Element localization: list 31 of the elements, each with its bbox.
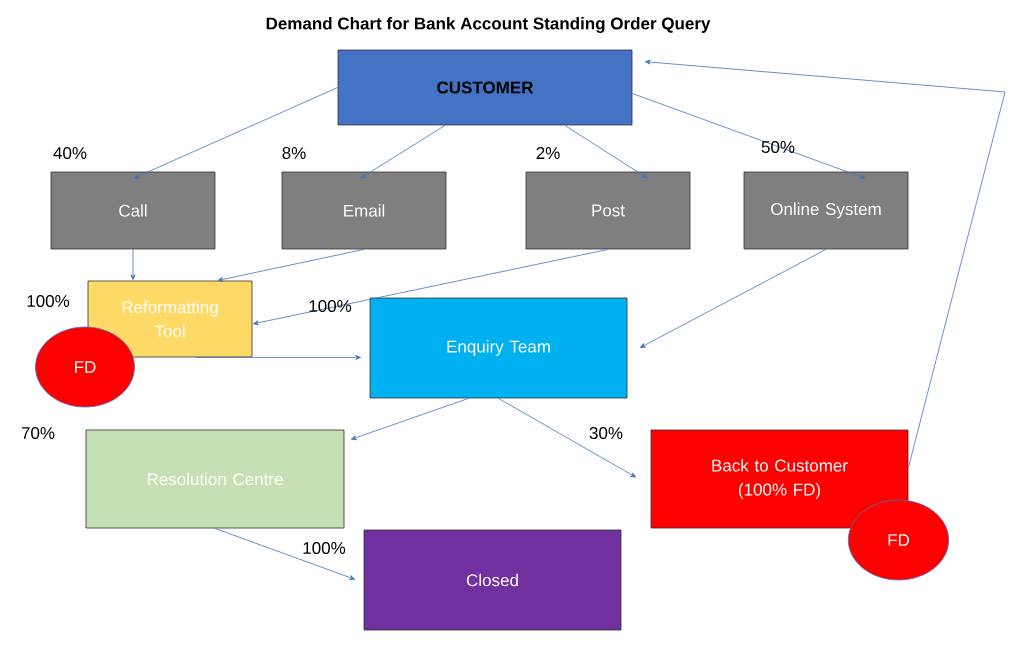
arrow xyxy=(360,125,446,179)
process-box: Call xyxy=(50,171,216,250)
arrow xyxy=(350,398,469,441)
process-box: Online System xyxy=(743,171,909,250)
process-box: Closed xyxy=(363,529,622,631)
arrow xyxy=(645,59,1006,468)
percent-label: 50% xyxy=(761,141,795,154)
process-box: Reformatting Tool xyxy=(87,280,253,358)
arrow xyxy=(195,354,361,360)
percent-label: 8% xyxy=(282,147,306,160)
arrow xyxy=(498,398,637,478)
arrow xyxy=(632,93,866,179)
title: Demand Chart for Bank Account Standing Order Query xyxy=(266,17,711,33)
arrow xyxy=(130,249,136,280)
process-box: Post xyxy=(525,171,691,250)
arrow xyxy=(214,528,356,580)
arrow xyxy=(564,125,648,179)
arrow xyxy=(133,87,338,179)
arrow xyxy=(217,249,365,282)
percent-label: 100% xyxy=(27,295,70,308)
percent-label: 30% xyxy=(589,427,623,440)
arrow xyxy=(639,249,827,348)
percent-label: 100% xyxy=(309,300,352,313)
percent-label: 100% xyxy=(303,542,346,555)
process-box: Enquiry Team xyxy=(369,297,628,399)
percent-label: 2% xyxy=(536,147,560,159)
arrow xyxy=(253,249,609,326)
percent-label: 70% xyxy=(21,427,55,440)
process-box: Email xyxy=(281,171,447,250)
process-box: Resolution Centre xyxy=(85,429,345,529)
process-box: CUSTOMER xyxy=(337,49,633,126)
